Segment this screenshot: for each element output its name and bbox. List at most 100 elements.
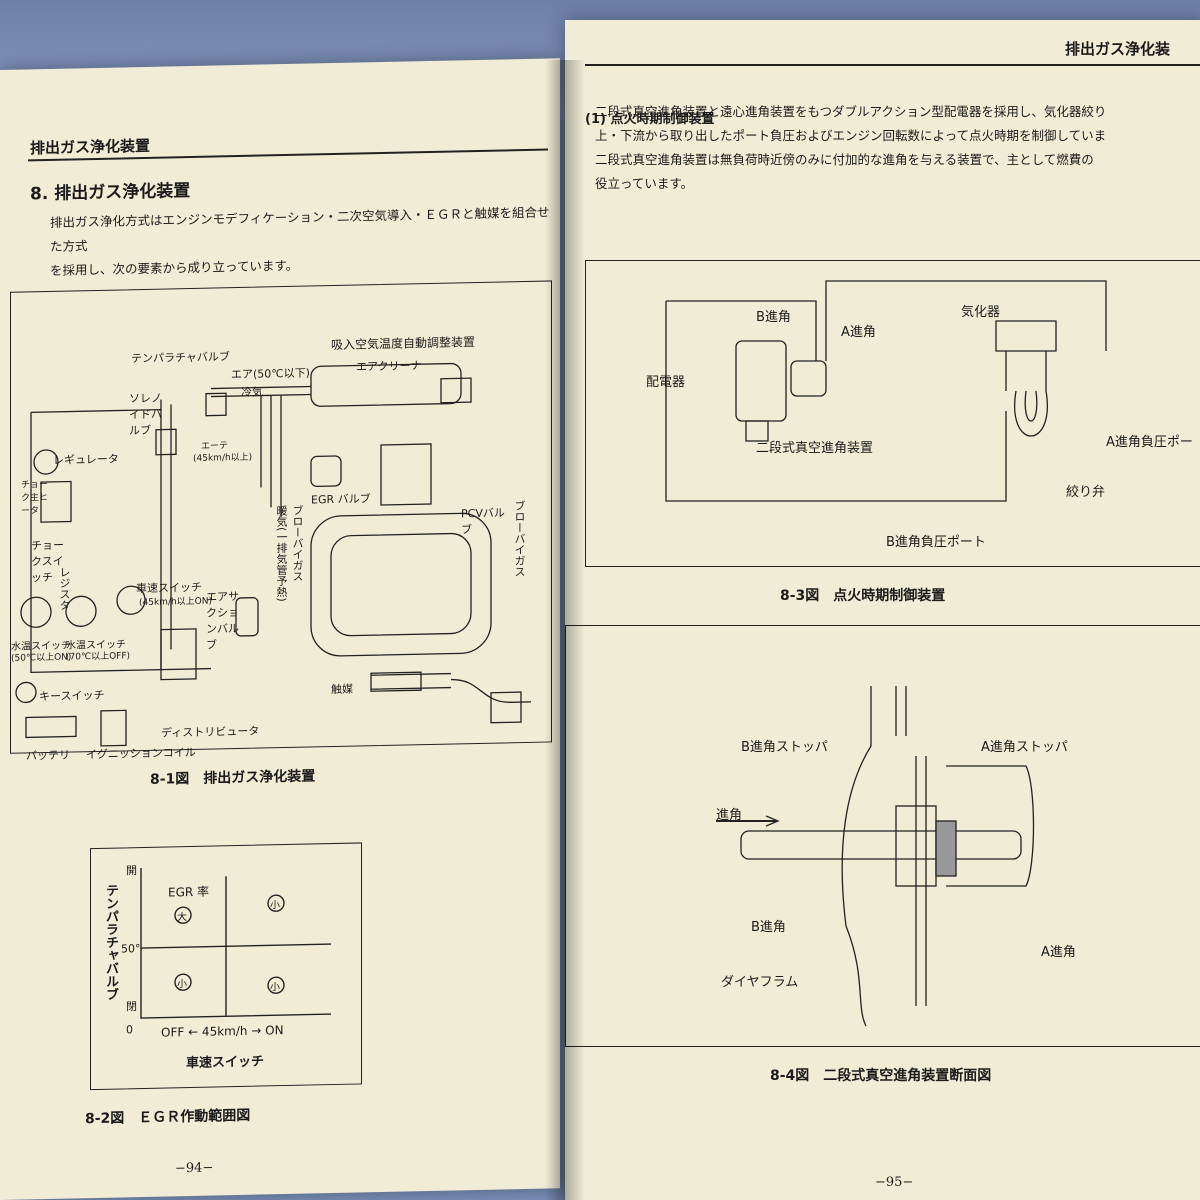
figure-8-3-caption: 8-3図 点火時期制御装置 xyxy=(780,588,946,604)
exhaust-pipe xyxy=(371,672,451,690)
tempura-valve-shape xyxy=(205,392,227,417)
para-line: 役立っています。 xyxy=(595,176,694,191)
running-header: 排出ガス浄化装 xyxy=(1065,40,1171,58)
battery-shape xyxy=(25,715,77,739)
label-water-switch-1-note: (50℃以上ON) xyxy=(11,652,72,664)
tailpipe xyxy=(450,678,531,703)
y-closed: 閉 xyxy=(126,1000,137,1014)
intro-paragraph: 排出ガス浄化方式はエンジンモデフィケーション・二次空気導入・ＥＧＲと触媒を組合せ… xyxy=(50,200,550,282)
figure-8-2-caption: 8-2図 ＥＧＲ作動範囲図 xyxy=(85,1107,251,1128)
mark-small-3 xyxy=(267,976,285,994)
label-carburetor: 気化器 xyxy=(961,305,1001,320)
regulator-shape xyxy=(33,449,59,475)
center-wall xyxy=(915,756,927,1006)
mark-small-2 xyxy=(174,973,192,991)
label-battery: バッテリ xyxy=(26,748,70,763)
figure-8-1: テンパラチャバルブ エア(50℃以下) 冷気 吸入空気温度自動調整装置 エアクリ… xyxy=(10,280,552,762)
page-number: −94− xyxy=(175,1160,214,1177)
label-air-cleaner: エアクリーナ xyxy=(356,359,422,374)
label-a-port: A進角負圧ポー xyxy=(1106,435,1193,450)
distributor-shape xyxy=(160,628,197,681)
egr-big: 大 xyxy=(177,912,187,924)
carb-body xyxy=(1005,351,1047,391)
water-switch1-shape xyxy=(20,596,52,628)
chart-axes xyxy=(140,868,331,1019)
muffler-shape xyxy=(490,691,522,724)
key-switch-shape xyxy=(15,681,37,704)
ignition-timing-diagram xyxy=(665,280,1107,502)
running-header: 排出ガス浄化装置 xyxy=(30,136,151,158)
carburetor-shape xyxy=(380,443,432,506)
mark-small-1 xyxy=(267,894,285,912)
label-two-stage: 二段式真空進角装置 xyxy=(756,441,874,456)
egr-small-3: 小 xyxy=(270,982,280,994)
carb-top xyxy=(995,320,1057,352)
label-diaphragm: ダイヤフラム xyxy=(721,975,799,990)
rod-top xyxy=(895,686,907,736)
egr-range-chart xyxy=(140,868,331,1019)
label-regulator: レギュレータ xyxy=(53,452,119,467)
label-distributor: 配電器 xyxy=(646,375,686,390)
x-zero: 0 xyxy=(126,1023,133,1037)
egr-valve-shape xyxy=(310,455,342,488)
y-open: 開 xyxy=(126,864,137,878)
label-distributor: ディストリビュータ xyxy=(161,724,260,740)
emission-system-diagram xyxy=(15,362,531,747)
header-rule xyxy=(585,64,1200,66)
speed-switch-shape xyxy=(116,585,146,615)
label-pcv: PCVバルブ xyxy=(461,506,505,537)
label-air-temp: エア(50℃以下) xyxy=(231,366,310,382)
label-egr-valve: EGR バルブ xyxy=(311,492,371,507)
label-warm-air: 暖気(一排気管予熱) xyxy=(275,504,288,602)
egr-small-2: 小 xyxy=(177,979,187,991)
label-intake-auto: 吸入空気温度自動調整装置 xyxy=(331,335,476,353)
label-key-switch: キースイッチ xyxy=(39,688,105,704)
engine-block xyxy=(310,512,492,657)
para-line: 二段式真空進角装置は無負荷時近傍のみに付加的な進角を与える装置で、主として燃費の xyxy=(595,152,1094,167)
housing-left xyxy=(841,686,872,1027)
label-b-advance: B進角 xyxy=(756,310,791,325)
label-a-advance: A進角 xyxy=(841,325,876,340)
mark-big xyxy=(174,906,192,924)
distributor-body xyxy=(735,340,787,422)
y-mid: 50° xyxy=(121,942,141,956)
label-a-stopper: A進角ストッパ xyxy=(981,740,1068,755)
vacuum-advance-section-diagram xyxy=(716,686,1035,1027)
label-water-switch-2-note: (70℃以上OFF) xyxy=(66,651,131,663)
push-rod xyxy=(740,830,1022,860)
label-choke-main: チョーク主ヒータ xyxy=(21,479,49,517)
figure-8-4-caption: 8-4図 二段式真空進角装置断面図 xyxy=(770,1068,992,1084)
subsection-title: (1) 点火時期制御装置 xyxy=(585,112,715,127)
housing-right xyxy=(946,765,1035,887)
label-ignition-coil: イグニッションコイル xyxy=(86,745,196,762)
label-speed-on: (45km/h以上ON) xyxy=(139,596,213,609)
choke-heater-shape xyxy=(40,480,72,523)
label-blowby: ブローバイガス xyxy=(291,504,304,582)
para-line: 二段式真空進角装置と遠心進角装置をもつダブルアクション型配電器を採用し、気化器絞… xyxy=(595,104,1107,119)
solenoid-shape xyxy=(155,428,177,456)
label-throttle: 絞り弁 xyxy=(1066,485,1106,500)
para-line: 上・下流から取り出したポート負圧およびエンジン回転数によって点火時期を制御してい… xyxy=(595,128,1107,143)
label-b-port: B進角負圧ポート xyxy=(886,535,986,550)
wire-lines xyxy=(160,399,172,670)
x-axis-label: 車速スイッチ xyxy=(186,1054,265,1072)
label-air-suction: エアサクションバルブ xyxy=(206,589,239,652)
hose-lines xyxy=(211,385,311,518)
intake-box xyxy=(440,377,472,404)
egr-small-1: 小 xyxy=(270,900,280,912)
ignition-coil-shape xyxy=(100,709,127,747)
label-tempura-valve: テンパラチャバルブ xyxy=(131,350,230,366)
y-axis-label: テンパラチャバルブ xyxy=(103,883,118,1001)
figure-8-3: B進角 A進角 気化器 配電器 二段式真空進角装置 A進角負圧ポー 絞り弁 B進… xyxy=(585,260,1200,567)
label-b-stopper: B進角ストッパ xyxy=(741,740,828,755)
stopper-block xyxy=(935,820,957,877)
right-paragraph: 二段式真空進角装置と遠心進角装置をもつダブルアクション型配電器を採用し、気化器絞… xyxy=(595,100,1200,196)
label-speed-note: (45km/h以上) xyxy=(193,452,253,464)
water-switch2-shape xyxy=(65,595,97,627)
right-page: 排出ガス浄化装 (1) 点火時期制御装置 二段式真空進角装置と遠心進角装置をもつ… xyxy=(565,20,1200,1200)
left-page: 排出ガス浄化装置 8. 排出ガス浄化装置 排出ガス浄化方式はエンジンモデフィケー… xyxy=(0,58,560,1200)
catalyst-shape xyxy=(370,671,422,692)
figure-8-4: B進角ストッパ A進角ストッパ 進角 B進角 A進角 ダイヤフラム xyxy=(565,625,1200,1047)
label-cold-air: 冷気 xyxy=(241,385,263,399)
figure-8-2: EGR 率 大 小 小 小 テンパラチャバルブ 開 50° 閉 0 OFF ← … xyxy=(90,842,362,1091)
